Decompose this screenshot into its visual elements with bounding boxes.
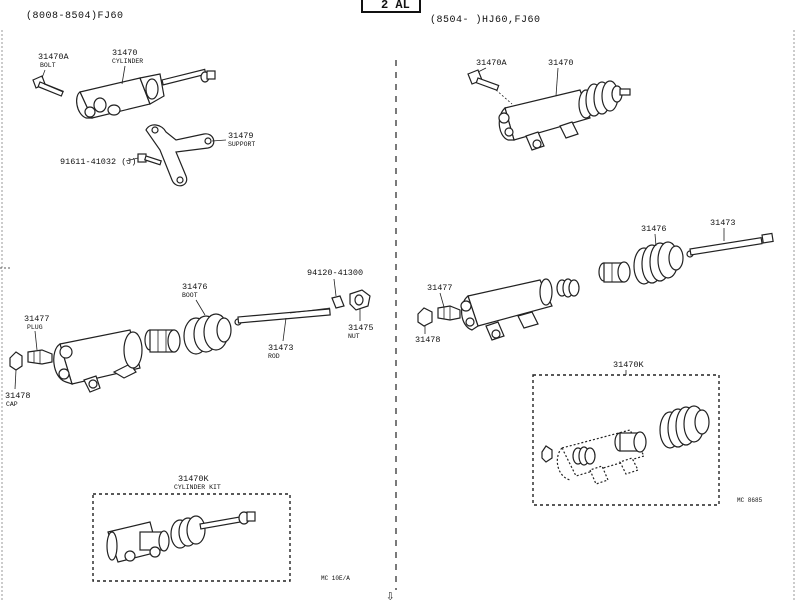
left-support-name: SUPPORT: [228, 141, 255, 148]
left-bolt-name: BOLT: [40, 62, 56, 69]
left-piston-part: [144, 329, 181, 353]
left-nut-part: [349, 289, 371, 311]
left-boot-name: BOOT: [182, 292, 198, 299]
right-small-spring-part: [556, 278, 580, 298]
left-plug-part: [27, 349, 53, 365]
left-cap-name: CAP: [6, 401, 18, 408]
left-support-part: [145, 124, 215, 187]
left-rod-part: [234, 307, 331, 326]
header-right-range: (8504- )HJ60,FJ60: [430, 14, 541, 26]
left-support-bolt-part: [137, 153, 162, 166]
section-tab-label: 2 AL: [381, 0, 410, 12]
left-bolt-part: [32, 75, 64, 97]
right-kit-parts: [541, 405, 710, 485]
left-cylinder-part: [76, 68, 216, 119]
left-washer-number: 94120-41300: [307, 268, 363, 278]
left-lower-cylinder-part: [53, 329, 143, 393]
left-washer-part: [331, 295, 345, 309]
left-cap-part: [9, 351, 23, 371]
right-piston-part: [598, 261, 631, 283]
right-lower-cylinder-part: [460, 278, 553, 341]
right-cap-number: 31478: [415, 335, 441, 345]
left-rod-number: 31473: [268, 343, 294, 353]
left-plug-name: PLUG: [27, 324, 43, 331]
left-kit-parts: [106, 511, 256, 563]
right-cylinder-part: [498, 80, 631, 151]
next-page-arrow-icon[interactable]: ⇩: [386, 589, 394, 605]
right-boot-number: 31476: [641, 224, 667, 234]
right-plug-part: [437, 305, 461, 321]
right-rod-number: 31473: [710, 218, 736, 228]
right-boot-part: [633, 241, 684, 285]
left-kit-name: CYLINDER KIT: [174, 484, 221, 491]
left-cylinder-name: CYLINDER: [112, 58, 143, 65]
right-bolt-part: [467, 69, 500, 91]
left-boot-number: 31476: [182, 282, 208, 292]
left-plug-number: 31477: [24, 314, 50, 324]
left-nut-name: NUT: [348, 333, 360, 340]
right-diagram-code: MC 8685: [737, 497, 763, 504]
right-rod-part: [686, 232, 774, 258]
left-boot-part: [183, 313, 232, 355]
section-tab: 2 AL: [361, 0, 421, 13]
left-nut-number: 31475: [348, 323, 374, 333]
left-support-bolt-number: 91611-41032 (J): [60, 157, 137, 167]
left-bolt-number: 31470A: [38, 52, 70, 62]
right-cap-part: [417, 307, 433, 327]
left-rod-name: ROD: [268, 353, 280, 360]
left-diagram-code: MC 10E/A: [321, 575, 350, 582]
left-kit-box: [92, 493, 291, 582]
right-plug-number: 31477: [427, 283, 453, 293]
right-bolt-number: 31470A: [476, 58, 508, 68]
left-support-number: 31479: [228, 131, 254, 141]
right-cylinder-number: 31470: [548, 58, 574, 68]
left-cap-number: 31478: [5, 391, 31, 401]
left-kit-number: 31470K: [178, 474, 210, 484]
right-kit-number: 31470K: [613, 360, 645, 370]
left-cylinder-number: 31470: [112, 48, 138, 58]
header-left-range: (8008-8504)FJ60: [26, 10, 124, 22]
